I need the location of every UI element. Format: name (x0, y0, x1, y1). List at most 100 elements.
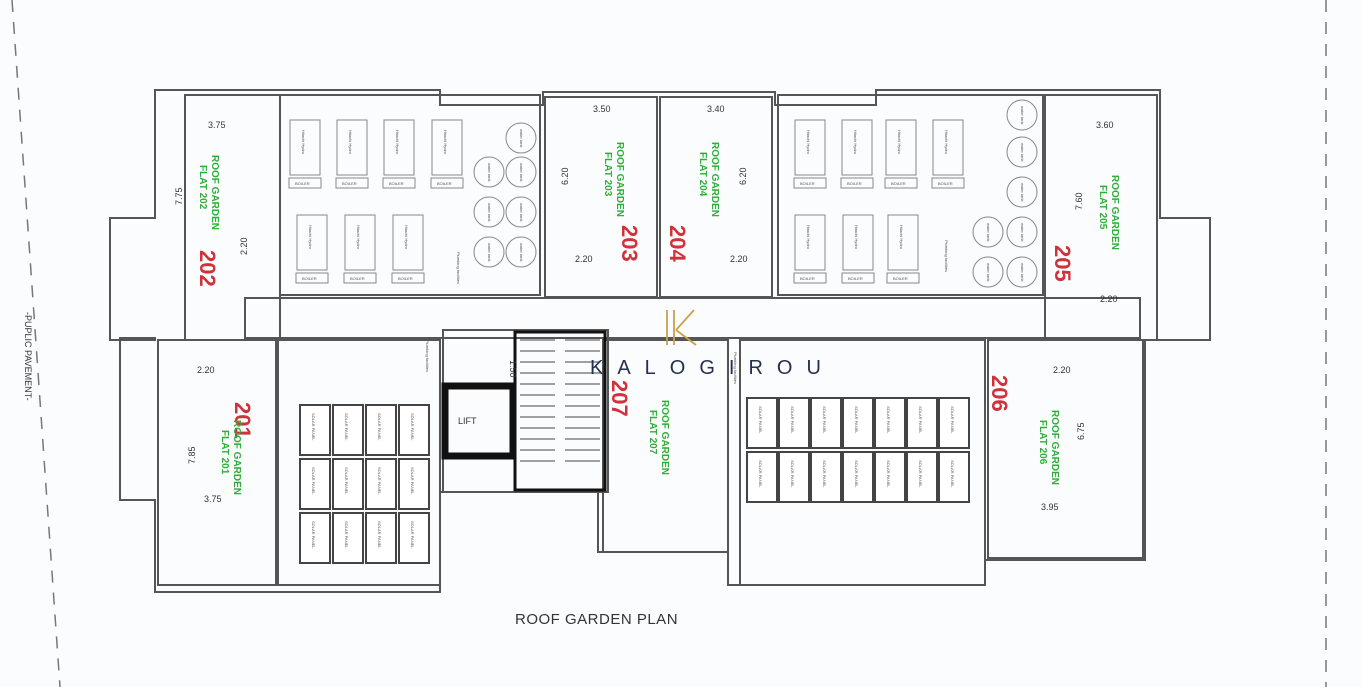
water-tank: water tank (1006, 216, 1038, 248)
heater-body (336, 119, 368, 176)
tank-label: water tank (1020, 223, 1025, 241)
tank-circle (972, 216, 1004, 248)
heater-body (887, 214, 919, 271)
boiler-box (793, 272, 827, 284)
tank-label: water tank (1020, 106, 1025, 124)
solar-panel-label: SOLAR PANEL (854, 406, 859, 434)
solar-panel: SOLAR PANEL (746, 397, 778, 449)
boiler-box (288, 177, 322, 189)
unit-number: 204 (665, 225, 690, 262)
tank-circle (972, 256, 1004, 288)
solar-panel: SOLAR PANEL (938, 451, 970, 503)
roof-garden-label: ROOF GARDEN (1049, 410, 1060, 485)
tank-label: water tank (986, 263, 991, 281)
solar-panel-label: SOLAR PANEL (918, 460, 923, 488)
water-tank: water tank (1006, 99, 1038, 131)
heater-label: Hitachi Hydro (854, 225, 859, 250)
heater-label: Hitachi Hydro (301, 130, 306, 155)
dimension-label: 2.20 (1053, 365, 1071, 375)
solar-panel: SOLAR PANEL (842, 451, 874, 503)
solar-panel-label: SOLAR PANEL (758, 406, 763, 434)
solar-panel: SOLAR PANEL (398, 512, 430, 564)
solar-panel-frame (365, 458, 397, 510)
boiler-box (884, 177, 918, 189)
solar-panel-label: SOLAR PANEL (790, 406, 795, 434)
solar-panel-frame (778, 397, 810, 449)
tank-label: water tank (1020, 143, 1025, 161)
k-logo-icon (666, 309, 697, 346)
solar-panel-frame (365, 404, 397, 456)
water-tank: water tank (1006, 176, 1038, 208)
solar-panel-frame (398, 458, 430, 510)
flat-label: FLAT 203 (602, 152, 613, 197)
boiler-label: BOILER (342, 181, 357, 186)
solar-panel-label: SOLAR PANEL (377, 413, 382, 441)
public-pavement-label: -PUPLIC PAVEMENT- (23, 312, 33, 401)
tank-circle (505, 122, 537, 154)
flat-label: FLAT 202 (197, 165, 208, 210)
boiler-box (886, 272, 920, 284)
solar-panel-label: SOLAR PANEL (822, 406, 827, 434)
tank-label: water tank (1020, 183, 1025, 201)
unit-number: 202 (195, 250, 220, 287)
boiler-label: BOILER (847, 181, 862, 186)
unit-number: 206 (987, 375, 1012, 412)
solar-panel: SOLAR PANEL (810, 451, 842, 503)
heater-body (383, 119, 415, 176)
solar-panel: SOLAR PANEL (746, 451, 778, 503)
solar-panel: SOLAR PANEL (398, 404, 430, 456)
boiler-label: BOILER (891, 181, 906, 186)
boiler-label: BOILER (398, 276, 413, 281)
boiler-box (793, 177, 827, 189)
solar-panel: SOLAR PANEL (299, 512, 331, 564)
solar-panel-frame (398, 404, 430, 456)
boiler-label: BOILER (938, 181, 953, 186)
boiler-box (931, 177, 965, 189)
water-tank: water tank (473, 236, 505, 268)
plumbing-label: Plumbing facilities (944, 240, 949, 272)
water-tank: water tank (505, 196, 537, 228)
boiler-box (841, 272, 875, 284)
boiler-label: BOILER (437, 181, 452, 186)
boiler-box (391, 272, 425, 284)
solar-panel-frame (332, 404, 364, 456)
tank-label: water tank (986, 223, 991, 241)
tank-label: water tank (487, 163, 492, 181)
solar-panel-label: SOLAR PANEL (410, 521, 415, 549)
solar-panel: SOLAR PANEL (398, 458, 430, 510)
heater-body (344, 214, 376, 271)
solar-panel-frame (810, 451, 842, 503)
solar-panel: SOLAR PANEL (874, 451, 906, 503)
boiler-label: BOILER (893, 276, 908, 281)
solar-panel-frame (332, 458, 364, 510)
solar-panel-frame (365, 512, 397, 564)
lift-label: LIFT (458, 416, 477, 426)
solar-panel: SOLAR PANEL (906, 397, 938, 449)
boiler-box (430, 177, 464, 189)
solar-panel: SOLAR PANEL (299, 458, 331, 510)
flat-label: FLAT 206 (1037, 420, 1048, 465)
solar-panel-label: SOLAR PANEL (344, 521, 349, 549)
solar-panel-label: SOLAR PANEL (950, 460, 955, 488)
solar-panel: SOLAR PANEL (874, 397, 906, 449)
solar-panel-frame (874, 451, 906, 503)
heater-body (885, 119, 917, 176)
flat-label: FLAT 204 (697, 152, 708, 197)
tank-label: water tank (519, 243, 524, 261)
lift-shaft (441, 382, 517, 460)
solar-panel-label: SOLAR PANEL (822, 460, 827, 488)
heater-label: Hitachi Hydro (899, 225, 904, 250)
heater-label: Hitachi Hydro (443, 130, 448, 155)
tank-circle (505, 156, 537, 188)
heater-body (842, 214, 874, 271)
heater-label: Hitachi Hydro (356, 225, 361, 250)
